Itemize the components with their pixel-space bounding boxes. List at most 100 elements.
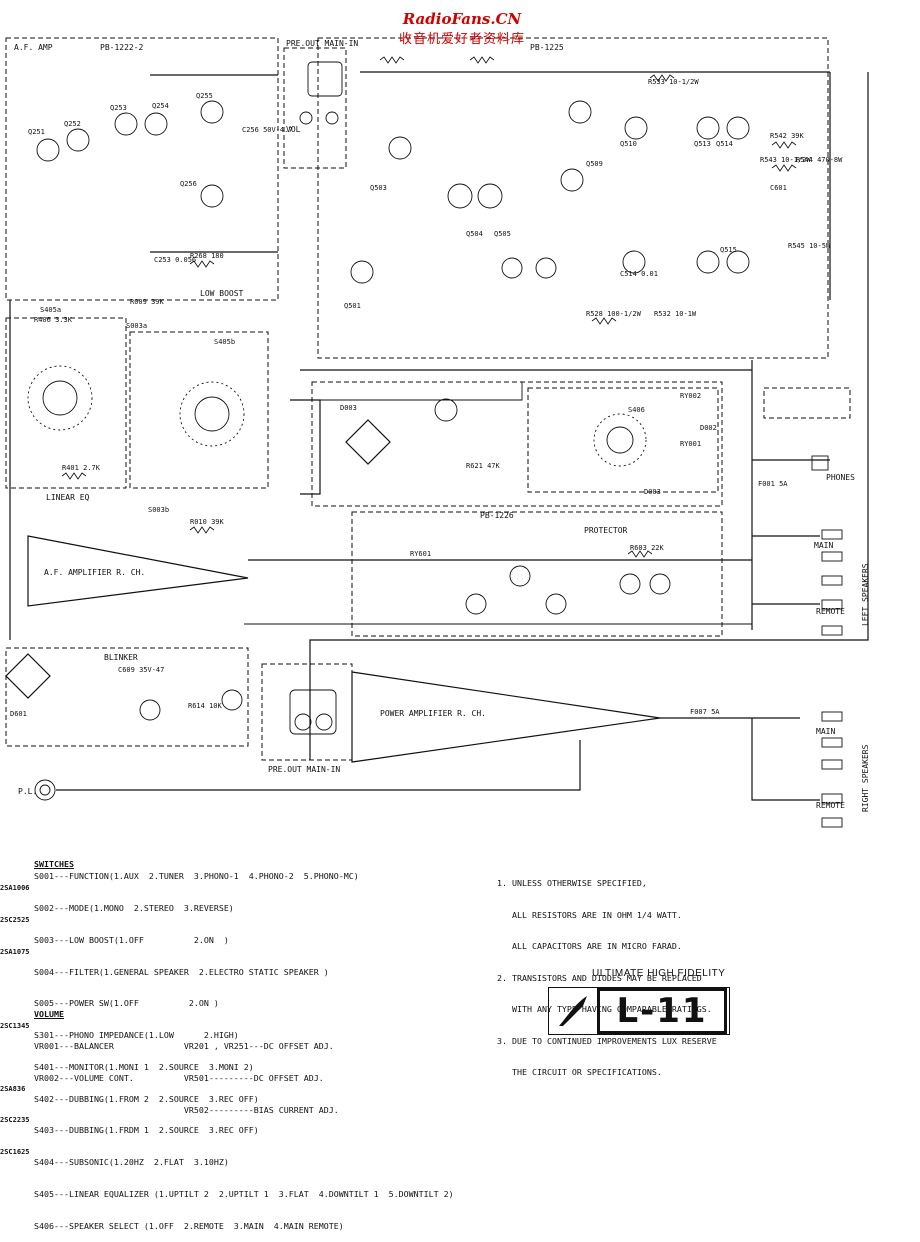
transistor-q507: [535, 257, 557, 279]
transistor-q256: [200, 184, 224, 208]
transistor-q608: [434, 398, 458, 422]
board-af-amp: [5, 37, 279, 301]
note-line: ALL CAPACITORS ARE IN MICRO FARAD.: [497, 941, 682, 951]
preout-jacks-bottom: [289, 689, 337, 735]
power-amplifier-rch-symbol: [351, 671, 661, 763]
board-relay: [527, 387, 719, 493]
label-q505: Q505: [494, 230, 511, 238]
label-ry002: RY002: [680, 392, 701, 400]
volume-legend: VOLUME VR001---BALANCER VR201 , VR251---…: [34, 988, 339, 1126]
transistor-q254: [144, 112, 168, 136]
note-line: WITH ANY TYPE HAVING COMPARABLE RATINGS.: [497, 1004, 712, 1014]
label-blinker: BLINKER: [104, 653, 138, 662]
label-q510: Q510: [620, 140, 637, 148]
label-power-amplifier-rch: POWER AMPLIFIER R. CH.: [380, 709, 486, 718]
wire-pb1226-top: [312, 382, 523, 401]
schematic-sheet: A.F. AMP PB-1222-2 PRE.OUT MAIN-IN PB-12…: [5, 37, 870, 828]
margin-code: 2SC1625: [0, 1148, 30, 1157]
label-d003: D003: [644, 488, 661, 496]
volume-line: VR502---------BIAS CURRENT ADJ.: [34, 1104, 339, 1115]
label-q513: Q513: [694, 140, 711, 148]
site-name: RadioFans.CN: [402, 10, 522, 28]
label-ry601: RY601: [410, 550, 431, 558]
margin-part-codes: 2SA1006 2SC2525 2SA1075 2SC1345 2SA836 2…: [0, 862, 30, 1168]
label-remote-left: REMOTE: [816, 607, 845, 616]
label-q509: Q509: [586, 160, 603, 168]
label-s003a: S003a: [126, 322, 147, 330]
switch-line: S005---POWER SW(1.OFF 2.ON ): [34, 998, 219, 1009]
preout-jacks-top: [299, 61, 343, 125]
transistor-q253: [114, 112, 138, 136]
pilot-lamp: [34, 779, 56, 801]
label-q504: Q504: [466, 230, 483, 238]
switch-line: S405---LINEAR EQUALIZER (1.UPTILT 2 2.UP…: [34, 1189, 454, 1199]
rotary-switch-s405a: [27, 365, 93, 431]
transistor-q601: [649, 573, 671, 595]
transistor-q602: [619, 573, 641, 595]
margin-code: 2SA1075: [0, 947, 30, 956]
transistor-q514: [726, 116, 750, 140]
label-c609: C609 35V-47: [118, 666, 164, 674]
note-line: 1. UNLESS OTHERWISE SPECIFIED,: [497, 878, 647, 888]
transistor-symbols: [36, 100, 750, 721]
model-name: L-11: [597, 988, 727, 1034]
rail-right: [309, 72, 869, 760]
label-r545: R545 10-5W: [788, 242, 831, 250]
transistor-q515: [726, 250, 750, 274]
label-r532: R532 10-1W: [654, 310, 697, 318]
transistor-q501: [388, 136, 412, 160]
site-brand: RadioFans.CN 收音机爱好者资料库: [362, 10, 562, 47]
transistor-q504: [477, 183, 503, 209]
label-s003b: S003b: [148, 506, 169, 514]
af-amplifier-rch-symbol: [27, 535, 249, 607]
label-r542: R542 39K: [770, 132, 805, 140]
switch-line: S404---SUBSONIC(1.20HZ 2.FLAT 3.10HZ): [34, 1157, 229, 1168]
label-r621: R621 47K: [466, 462, 501, 470]
transistor-q513: [696, 116, 720, 140]
label-r533: R533 10-1/2W: [648, 78, 699, 86]
switch-line: S403---DUBBING(1.FRDM 1 2.SOURCE 3.REC O…: [34, 1125, 259, 1136]
volume-line: VR001---BALANCER VR201 , VR251---DC OFFS…: [34, 1040, 334, 1051]
label-c253: C253 0.056: [154, 256, 196, 264]
label-q514: Q514: [716, 140, 733, 148]
margin-code: 2SA836: [0, 1084, 26, 1093]
label-r528: R528 100-1/2W: [586, 310, 642, 318]
transistor-q512: [696, 250, 720, 274]
label-phones: PHONES: [826, 473, 855, 482]
model-logo: L-11: [548, 987, 730, 1035]
site-name-cn: 收音机爱好者资料库: [398, 32, 525, 47]
transistor-q502: [350, 260, 374, 284]
label-s405b: S405b: [214, 338, 235, 346]
label-d601: D601: [10, 710, 27, 718]
label-c514: C514 0.01: [620, 270, 658, 278]
board-preout-bottom: [261, 663, 353, 761]
transistor-q511: [622, 250, 646, 274]
note-line: THE CIRCUIT OR SPECIFICATIONS.: [497, 1067, 662, 1077]
transistor-q604: [509, 565, 531, 587]
label-f001: F001 5A: [758, 480, 788, 488]
label-r009: R009 39K: [130, 298, 165, 306]
label-q252: Q252: [64, 120, 81, 128]
note-line: 3. DUE TO CONTINUED IMPROVEMENTS LUX RES…: [497, 1035, 717, 1046]
wire-speakers-left: [752, 535, 820, 605]
wire-aux: [290, 399, 321, 495]
board-linear-eq: [5, 317, 127, 489]
label-q251: Q251: [28, 128, 45, 136]
bridge-rectifier-d601: [5, 653, 51, 699]
label-c256: C256 50V-4.7: [242, 126, 293, 134]
label-d806: D003: [340, 404, 357, 412]
speaker-terminals: [811, 455, 843, 828]
label-preout-bottom: PRE.OUT MAIN-IN: [268, 765, 340, 774]
label-f007: F007 5A: [690, 708, 720, 716]
volume-line: VR002---VOLUME CONT. VR501---------DC OF…: [34, 1072, 324, 1083]
label-r406: R406 3.3K: [34, 316, 73, 324]
label-q253: Q253: [110, 104, 127, 112]
margin-code: 2SC1345: [0, 1021, 30, 1030]
label-r544: R544 470-8W: [796, 156, 843, 164]
label-pl: P.L.: [18, 787, 37, 796]
tagline: ULTIMATE HIGH FIDELITY: [592, 968, 726, 979]
label-left-speakers: LEFT SPEAKERS: [861, 563, 870, 626]
transistor-q505: [568, 100, 592, 124]
schematic-diagram: A.F. AMP PB-1222-2 PRE.OUT MAIN-IN PB-12…: [5, 37, 870, 828]
label-q256: Q256: [180, 180, 197, 188]
